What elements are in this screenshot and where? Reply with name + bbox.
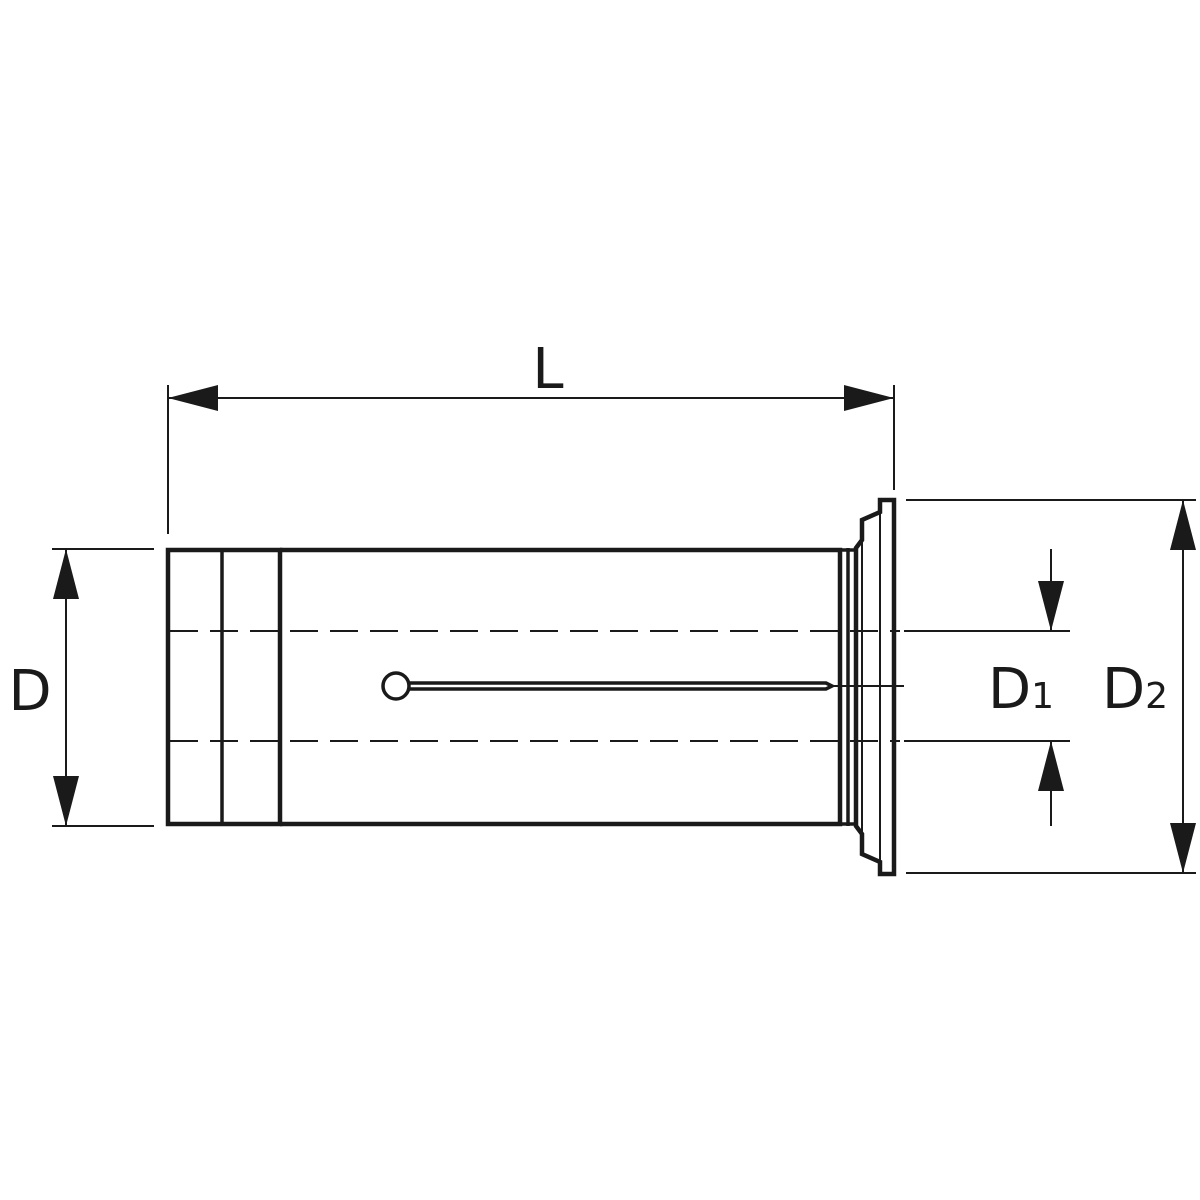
length-label: L [532, 337, 563, 402]
flange-diameter-label-base: D [1102, 657, 1145, 722]
flange-diameter-arrow-bottom [1170, 823, 1196, 873]
flange-diameter-label: D2 [1102, 657, 1168, 722]
slot-end-hole [381, 671, 411, 701]
dimension-bore-diameter: D1 [904, 549, 1070, 826]
length-arrow-right [844, 385, 894, 411]
collet-slot [381, 671, 904, 701]
outer-diameter-arrow-top [53, 549, 79, 599]
flange-diameter-label-sub: 2 [1145, 676, 1168, 717]
dimension-flange-diameter: D2 [906, 499, 1196, 874]
dimension-length: L [167, 337, 895, 534]
bore-diameter-label: D1 [988, 657, 1054, 722]
outer-diameter-arrow-bottom [53, 776, 79, 826]
outer-diameter-label: D [8, 659, 51, 724]
front-nose-outline [165, 547, 283, 827]
bore-diameter-arrow-bottom [1038, 741, 1064, 791]
dimension-outer-diameter: D [8, 548, 154, 827]
slot-outline [409, 681, 836, 691]
bore-diameter-arrow-top [1038, 581, 1064, 631]
flange-diameter-arrow-top [1170, 500, 1196, 550]
bore-diameter-label-sub: 1 [1031, 676, 1054, 717]
bore-hidden-lines [170, 630, 900, 742]
length-arrow-left [168, 385, 218, 411]
collet-body [165, 497, 897, 877]
bore-diameter-label-base: D [988, 657, 1031, 722]
main-cylinder-outline [280, 547, 843, 827]
